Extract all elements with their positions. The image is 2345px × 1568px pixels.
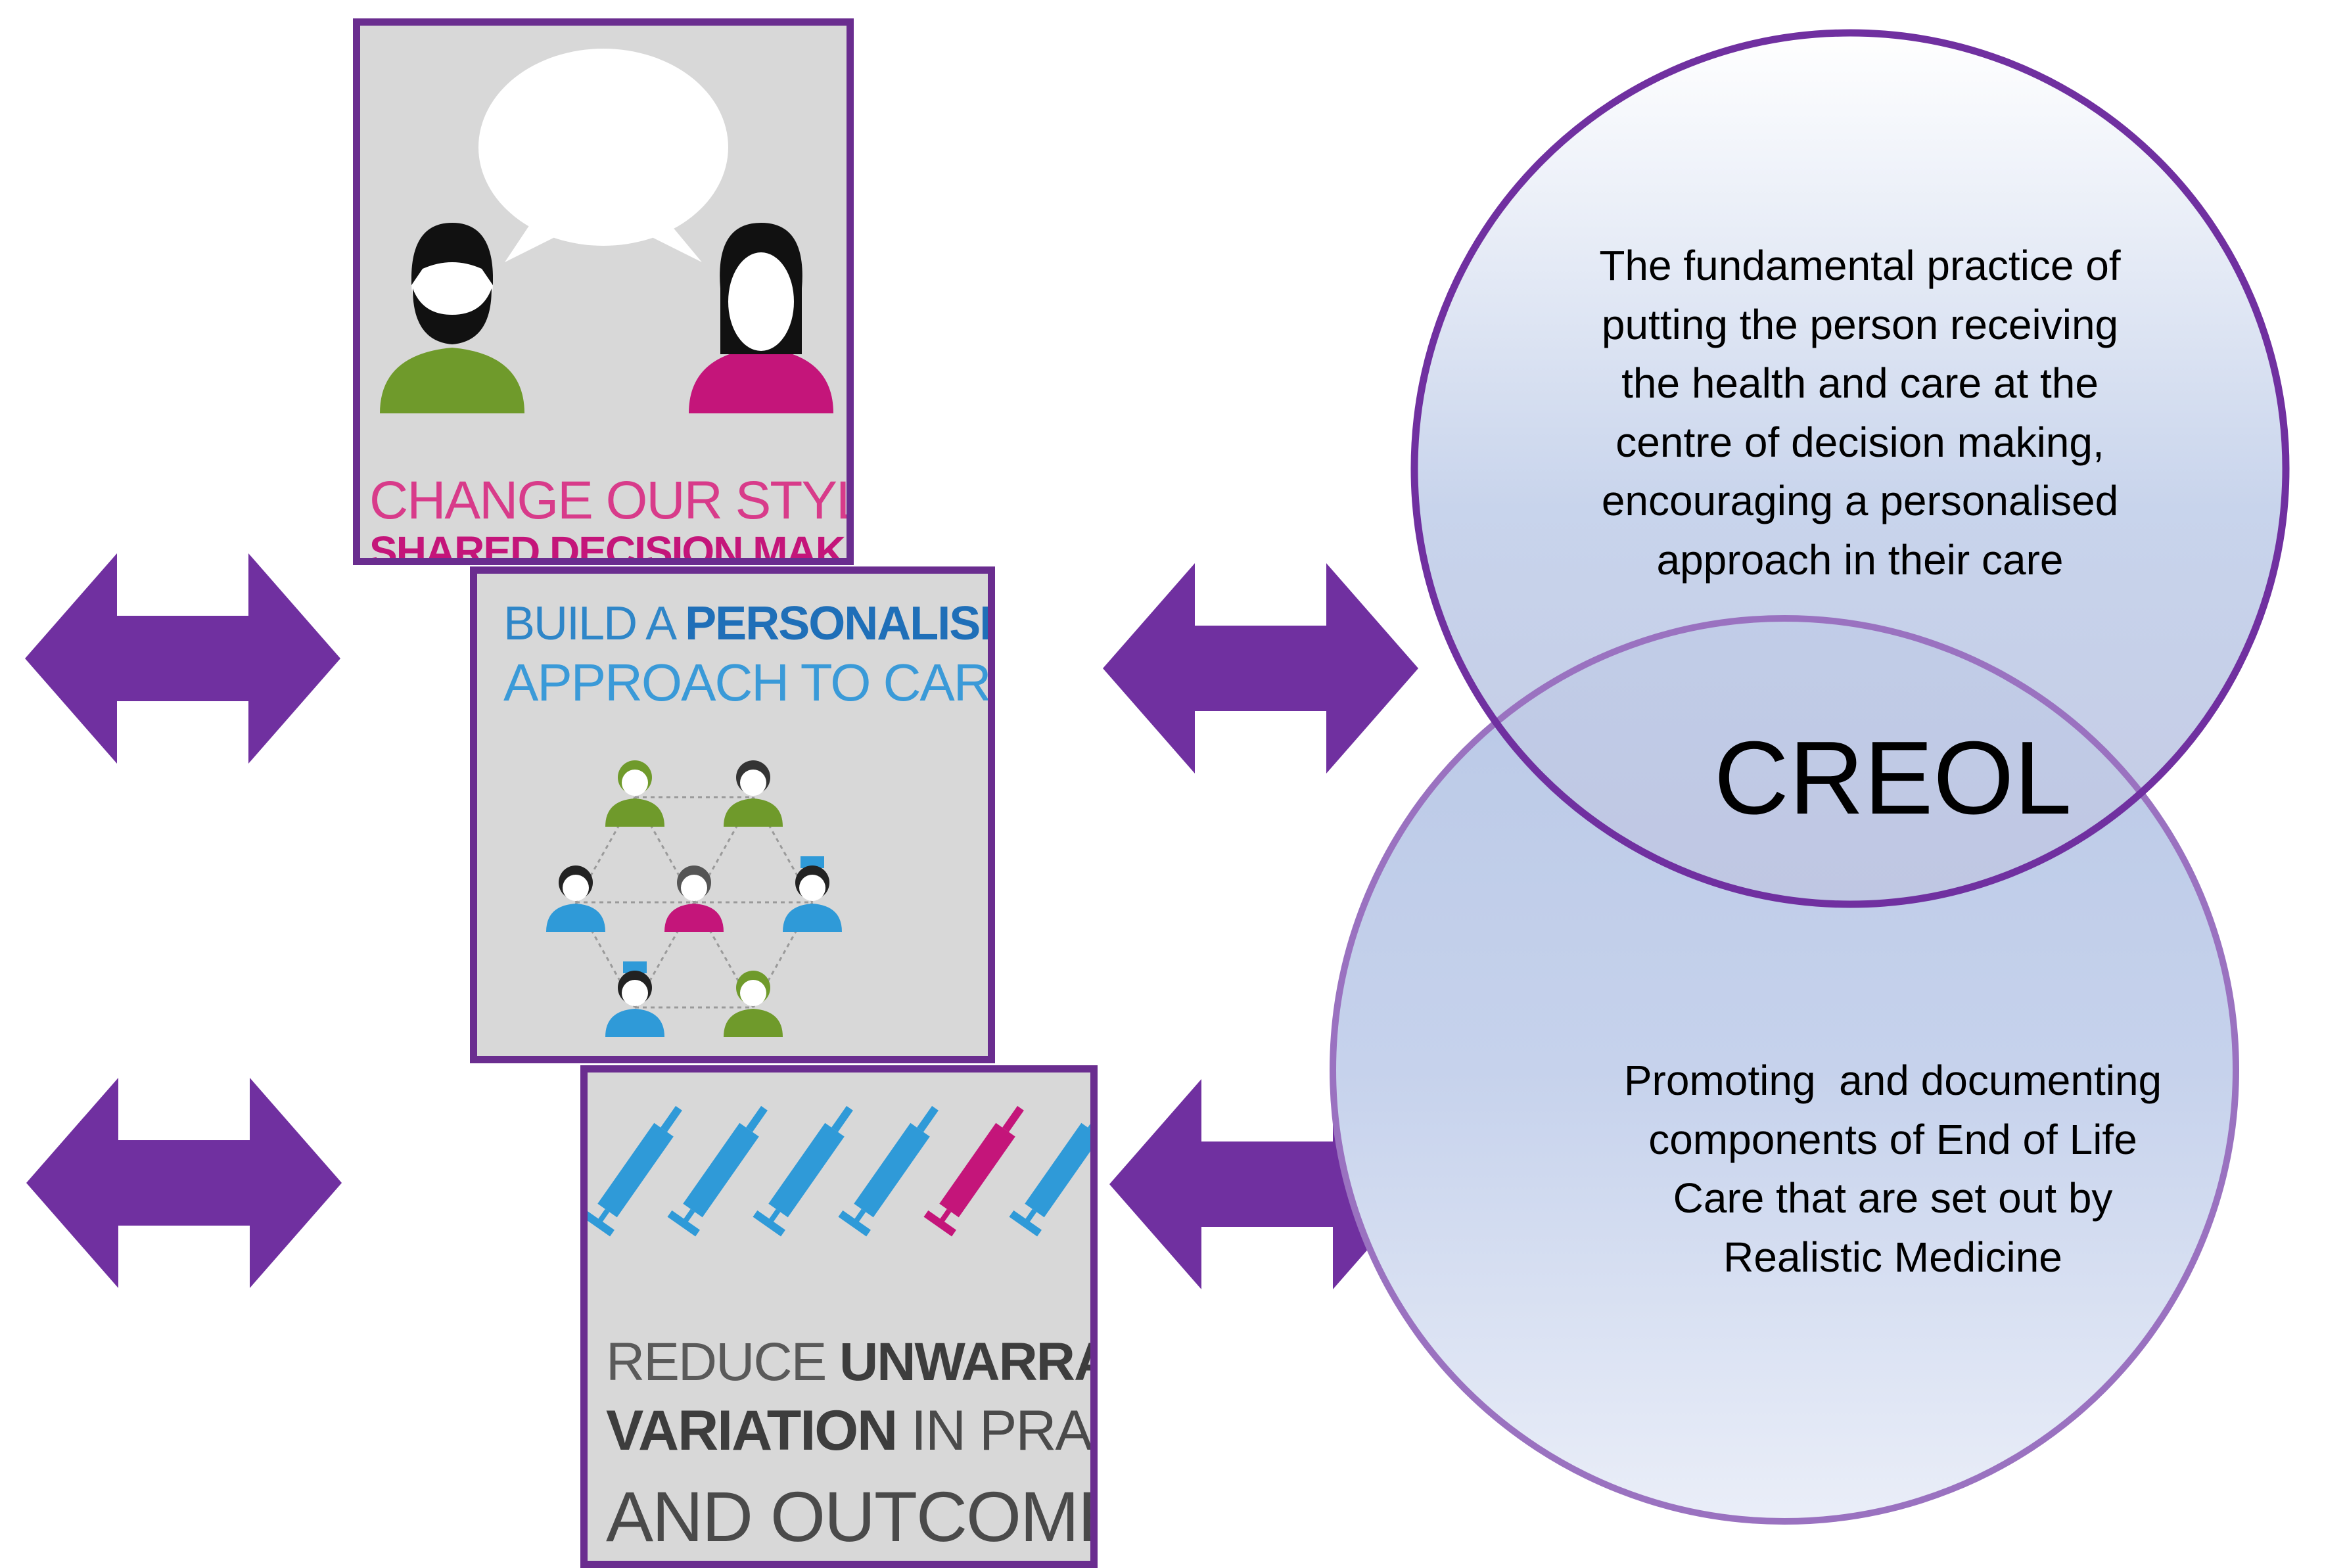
syringe-icon-5 [923,1105,1024,1237]
creol-center-label: CREOL [1713,720,2072,836]
top-circle-line: The fundamental practice of [1599,242,2121,289]
double-arrow-icon-left-bottom [26,1078,342,1288]
tile2-caption-bold: PERSONALISED [685,597,988,650]
person-icon-blue-2 [783,856,842,932]
tile3-caption-bold: UNWARRANTED [839,1332,1090,1392]
top-venn-circle-outline [1410,29,2290,908]
bottom-circle-line: Realistic Medicine [1723,1233,2062,1281]
top-circle-line: approach in their care [1656,536,2064,584]
person-icon-green-3 [724,971,783,1037]
tile2-caption-line2: APPROACH TO CARE? [503,653,990,712]
unwarranted-variation-tile: REDUCE UNWARRANTED VARIATION IN PRACTICE… [580,1065,1098,1568]
speech-bubble-icon [478,49,728,262]
syringe-icon-4 [838,1105,939,1237]
person-icon-magenta [664,865,724,932]
person-icon-blue-3 [605,961,664,1037]
tile3-caption-prefix: REDUCE [606,1332,840,1392]
bottom-circle-line: Promoting and documenting [1623,1057,2162,1104]
top-venn-circle [1414,33,2286,904]
shared-decision-illustration [380,49,833,413]
tile1-caption-line2: SHARED DECISION MAKING? [369,528,847,565]
syringes-illustration [588,1105,1090,1237]
tile3-caption-line3: AND OUTCOMES? [606,1477,1090,1556]
double-arrow-icon-left-top [25,553,340,764]
person-icon-green-1 [605,760,664,827]
top-circle-line: putting the person receiving [1601,300,2119,348]
bottom-circle-line: Care that are set out by [1673,1174,2113,1222]
top-circle-line: centre of decision making, [1615,418,2104,466]
bottom-circle-line: components of End of Life [1648,1115,2137,1163]
double-arrow-icon-right-top [1103,563,1418,773]
bottom-venn-circle-outline [1330,615,2239,1525]
syringe-icon-6 [1009,1105,1090,1237]
person-icon-green-2 [724,760,783,827]
tile3-caption-line2: VARIATION IN PRACTICE [606,1402,1090,1459]
tile3-caption-line1: REDUCE UNWARRANTED [606,1335,1090,1389]
syringe-icon-2 [667,1105,768,1237]
person-icon-woman [689,223,833,413]
top-circle-text: The fundamental practice of putting the … [1531,237,2189,590]
person-icon-blue-1 [546,865,605,932]
tile2-caption-line1: BUILD A PERSONALISED [503,600,988,647]
tile2-caption-prefix: BUILD A [503,597,685,650]
shared-decision-making-tile: CHANGE OUR STYLE TO SHARED DECISION MAKI… [353,18,854,565]
person-icon-man [380,223,524,413]
tile3-caption-line2-bold: VARIATION [606,1399,898,1462]
tile3-caption-line2-suffix: IN PRACTICE [911,1399,1092,1462]
personalised-approach-tile: BUILD A PERSONALISED APPROACH TO CARE? [470,566,995,1063]
syringe-icon-1 [588,1105,682,1237]
top-circle-line: the health and care at the [1621,359,2099,407]
top-circle-line: encouraging a personalised [1601,477,2119,525]
care-network-illustration [546,760,842,1037]
syringe-icon-3 [753,1105,853,1237]
tile1-caption-line1: CHANGE OUR STYLE TO [369,471,847,530]
bottom-circle-text: Promoting and documenting components of … [1551,1051,2235,1287]
